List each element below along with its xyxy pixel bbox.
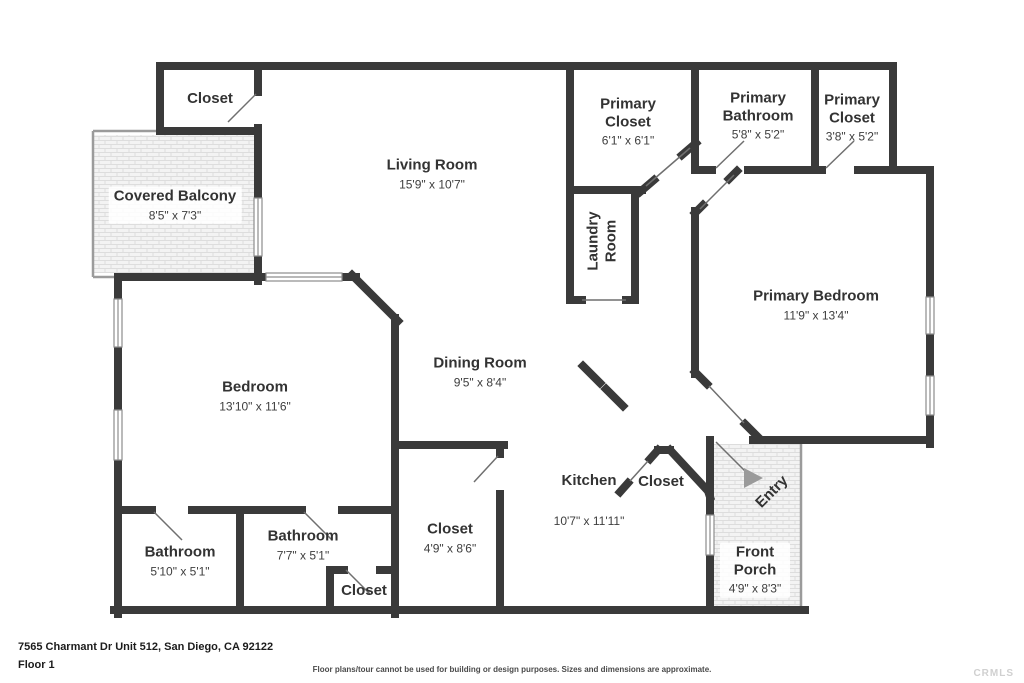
room-name: Bathroom: [267, 527, 339, 545]
entry-arrow-icon: [744, 468, 763, 488]
room-dims: 3'8" x 5'2": [825, 130, 879, 145]
room-name: Primary Bedroom: [753, 287, 879, 305]
room-name: Bedroom: [222, 378, 288, 396]
room-dims: 8'5" x 7'3": [148, 208, 202, 223]
disclaimer-text: Floor plans/tour cannot be used for buil…: [312, 665, 712, 674]
room-label-covered-balcony: Covered Balcony 8'5" x 7'3": [108, 186, 242, 224]
room-name: Bathroom: [144, 543, 216, 561]
room-name: Kitchen: [561, 472, 617, 490]
room-name: Primary Closet: [824, 91, 880, 127]
room-dims: 4'9" x 8'3": [728, 582, 782, 597]
room-label-kitchen: Kitchen 10'7" x 11'11": [554, 472, 625, 528]
room-dims: 15'9" x 10'7": [399, 177, 465, 192]
room-dims: 9'5" x 8'4": [453, 375, 507, 390]
room-dims: 7'7" x 5'1": [276, 548, 330, 563]
room-name: Laundry Room: [584, 211, 619, 271]
floor-label: Floor 1: [18, 659, 55, 671]
room-label-bathroom-left: Bathroom 5'10" x 5'1": [145, 544, 216, 579]
room-name: Closet: [427, 520, 473, 538]
crmls-watermark: CRMLS: [973, 668, 1014, 679]
room-label-primary-closet-top: Primary Closet 6'1" x 6'1": [592, 96, 664, 149]
room-dims: 4'9" x 8'6": [423, 541, 477, 556]
room-label-closet-top-left: Closet: [187, 90, 233, 108]
room-name: Closet: [341, 582, 387, 600]
room-name: Dining Room: [433, 354, 527, 372]
address-text: 7565 Charmant Dr Unit 512, San Diego, CA…: [18, 641, 274, 653]
doors: [153, 93, 855, 595]
room-label-laundry-room: Laundry Room: [584, 206, 619, 276]
room-label-closet-kitchen: Closet: [638, 473, 684, 491]
room-dims: 10'7" x 11'11": [553, 513, 625, 528]
room-label-closet-small: Closet: [341, 582, 387, 600]
room-label-bedroom: Bedroom 13'10" x 11'6": [219, 379, 291, 414]
room-name: Front Porch: [733, 543, 777, 579]
room-dims: 5'8" x 5'2": [731, 128, 785, 143]
room-label-bathroom-middle: Bathroom 7'7" x 5'1": [268, 528, 339, 563]
room-label-primary-bedroom: Primary Bedroom 11'9" x 13'4": [753, 288, 879, 323]
room-name: Covered Balcony: [113, 187, 237, 205]
room-label-front-porch: Front Porch 4'9" x 8'3": [720, 542, 790, 598]
windows: [113, 197, 935, 556]
room-label-living-room: Living Room 15'9" x 10'7": [387, 157, 478, 192]
room-name: Closet: [187, 90, 233, 108]
thin-walls: [91, 129, 803, 608]
room-label-closet-hall: Closet 4'9" x 8'6": [424, 521, 476, 556]
room-name: Primary Bathroom: [722, 89, 794, 125]
room-label-dining-room: Dining Room 9'5" x 8'4": [433, 355, 526, 390]
room-name: Living Room: [386, 156, 478, 174]
room-label-primary-closet-right: Primary Closet 3'8" x 5'2": [817, 92, 887, 145]
walls: [110, 62, 934, 618]
room-dims: 6'1" x 6'1": [601, 134, 655, 149]
room-dims: 13'10" x 11'6": [219, 399, 291, 414]
room-label-primary-bathroom: Primary Bathroom 5'8" x 5'2": [716, 90, 800, 143]
room-name: Closet: [638, 473, 684, 491]
room-dims: 5'10" x 5'1": [150, 564, 210, 579]
room-dims: 11'9" x 13'4": [783, 308, 849, 323]
room-name: Primary Closet: [600, 95, 656, 131]
